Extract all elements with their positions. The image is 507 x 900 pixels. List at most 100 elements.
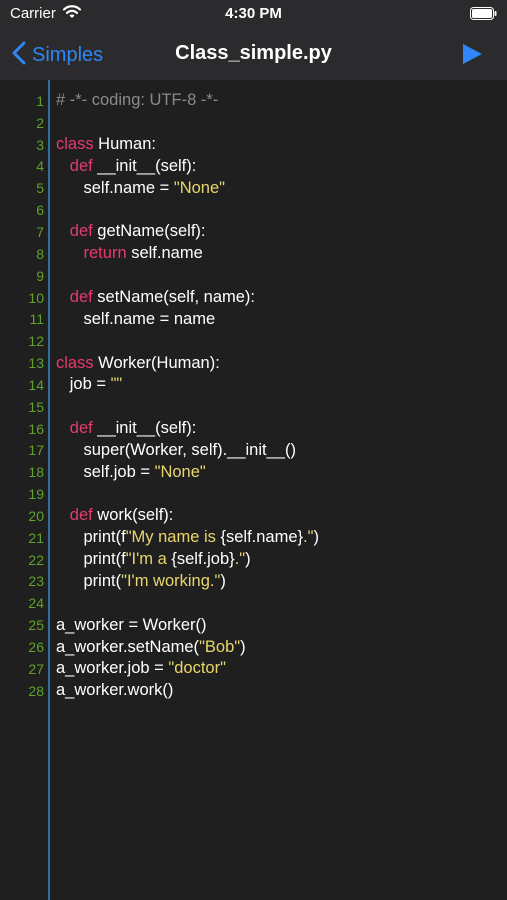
line-number: 26: [28, 639, 44, 656]
line-number: 6: [36, 202, 44, 219]
code-token: a_worker.work(): [56, 681, 174, 700]
keyword-token: def: [69, 506, 93, 525]
status-bar: Carrier 4:30 PM: [0, 0, 507, 30]
code-token: print(f: [56, 550, 126, 569]
code-token: a_worker.setName(: [56, 637, 200, 656]
line-number: 23: [28, 573, 44, 590]
code-line[interactable]: 6: [0, 199, 507, 221]
string-token: "My name is: [125, 528, 221, 547]
string-token: "I'm working.": [121, 571, 221, 590]
code-line[interactable]: 10 def setName(self, name):: [0, 287, 507, 309]
code-token: a_worker = Worker(): [56, 615, 207, 634]
line-number: 3: [36, 136, 44, 153]
code-line[interactable]: 15: [0, 396, 507, 418]
code-text: class Worker(Human):: [56, 354, 220, 373]
code-text: a_worker = Worker(): [56, 616, 207, 635]
play-icon: [460, 44, 484, 70]
code-line[interactable]: 1# -*- coding: UTF-8 -*-: [0, 90, 507, 112]
code-token: self.name = name: [56, 309, 216, 328]
line-number: 12: [28, 333, 44, 350]
code-text: print(f"I'm a {self.job}."): [56, 550, 251, 569]
code-token: [56, 506, 70, 524]
line-number: 14: [28, 376, 44, 393]
code-line[interactable]: 25 a_worker = Worker(): [0, 614, 507, 636]
code-token: {self.name}: [220, 528, 304, 547]
code-line[interactable]: 11 self.name = name: [0, 308, 507, 330]
code-text: a_worker.work(): [56, 681, 173, 700]
chevron-left-icon: [12, 41, 26, 70]
code-text: self.name = "None": [56, 178, 226, 198]
code-text: def __init__(self):: [56, 156, 197, 176]
code-line[interactable]: 22 print(f"I'm a {self.job}."): [0, 549, 507, 571]
code-line[interactable]: 24: [0, 592, 507, 614]
line-number: 7: [36, 223, 44, 240]
code-text: def work(self):: [56, 506, 174, 525]
line-number: 15: [28, 398, 44, 415]
code-line[interactable]: 20 def work(self):: [0, 505, 507, 527]
code-text: def getName(self):: [56, 222, 206, 241]
line-number: 18: [28, 464, 44, 481]
code-line[interactable]: 5 self.name = "None": [0, 177, 507, 199]
string-token: "Bob": [199, 637, 241, 656]
line-number: 24: [28, 595, 44, 612]
string-token: "None": [154, 462, 206, 481]
code-token: ): [245, 550, 251, 569]
code-line[interactable]: 19: [0, 483, 507, 505]
code-text: print(f"My name is {self.name}."): [56, 528, 320, 547]
code-line[interactable]: 4 def __init__(self):: [0, 156, 507, 178]
code-token: getName(self):: [92, 222, 206, 241]
code-token: {self.job}: [171, 550, 235, 569]
code-line[interactable]: 18 self.job = "None": [0, 461, 507, 483]
navigation-bar: Simples Class_simple.py: [0, 30, 507, 80]
code-token: Human:: [93, 135, 156, 154]
string-token: .": [234, 550, 246, 569]
code-line[interactable]: 14 job = "": [0, 374, 507, 396]
code-token: self.name: [126, 244, 203, 263]
keyword-token: def: [69, 222, 93, 241]
line-number: 10: [28, 289, 44, 306]
wifi-icon: [62, 4, 82, 25]
code-line[interactable]: 9: [0, 265, 507, 287]
carrier-label: Carrier: [10, 5, 56, 22]
code-token: job =: [56, 375, 111, 394]
code-token: print(f: [56, 528, 126, 547]
page-title: Class_simple.py: [175, 42, 332, 64]
line-number: 25: [28, 617, 44, 634]
code-token: self.job =: [56, 462, 155, 481]
code-line[interactable]: 23 print("I'm working."): [0, 571, 507, 593]
code-token: a_worker.job =: [56, 659, 169, 678]
code-token: [56, 419, 70, 437]
code-line[interactable]: 16 def __init__(self):: [0, 418, 507, 440]
code-text: class Human:: [56, 135, 156, 154]
code-line[interactable]: 21 print(f"My name is {self.name}."): [0, 527, 507, 549]
code-line[interactable]: 2: [0, 112, 507, 134]
code-line[interactable]: 3 class Human:: [0, 134, 507, 156]
string-token: "I'm a: [125, 550, 172, 569]
code-line[interactable]: 17 super(Worker, self).__init__(): [0, 440, 507, 462]
line-number: 11: [29, 311, 44, 328]
string-token: "": [110, 375, 123, 394]
code-token: [56, 222, 70, 240]
line-number: 19: [28, 486, 44, 503]
code-token: print(: [56, 571, 122, 590]
keyword-token: def: [69, 156, 93, 175]
back-button[interactable]: Simples: [12, 40, 103, 70]
battery-icon: [470, 7, 497, 20]
keyword-token: class: [56, 353, 94, 372]
line-number: 1: [36, 92, 44, 109]
code-token: __init__(self):: [92, 419, 197, 438]
code-token: ): [313, 528, 320, 547]
run-button[interactable]: [460, 42, 484, 66]
gutter-divider: [48, 80, 50, 900]
code-line[interactable]: 7 def getName(self):: [0, 221, 507, 243]
code-line[interactable]: 8 return self.name: [0, 243, 507, 265]
line-number: 17: [28, 442, 44, 459]
string-token: "None": [173, 178, 226, 197]
code-token: super(Worker, self).__init__(): [56, 440, 296, 459]
code-line[interactable]: 12: [0, 330, 507, 352]
